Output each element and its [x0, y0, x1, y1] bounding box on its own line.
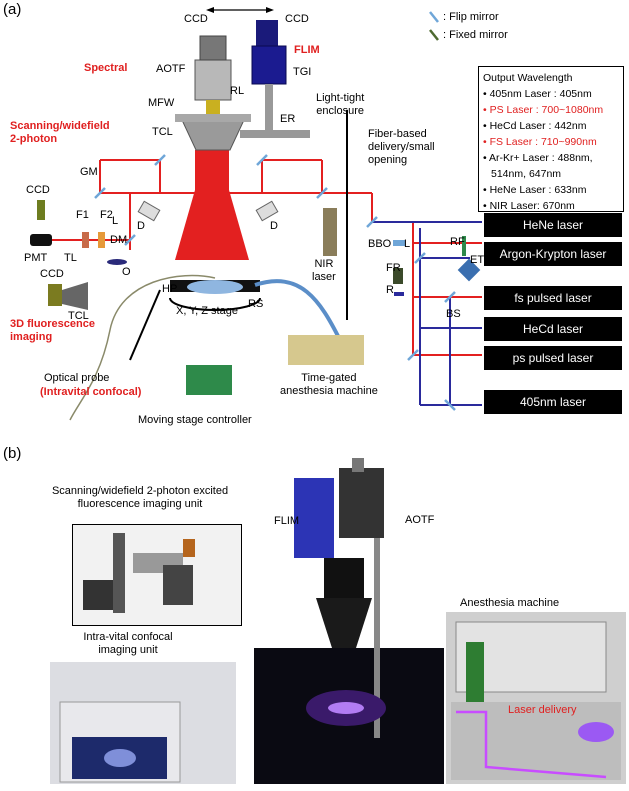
label-tgi: TGI — [293, 66, 312, 78]
anesthesia-photo — [446, 612, 626, 784]
label-fiber: Fiber-based delivery/small opening — [368, 128, 435, 166]
wavelength-line: • 405nm Laser : 405nm — [483, 88, 592, 100]
optical-diagram — [30, 7, 482, 421]
label-stage: X, Y, Z stage — [176, 305, 238, 317]
label-mfw: MFW — [148, 97, 175, 109]
wavelength-box: Output Wavelength • 405nm Laser : 405nm •… — [478, 66, 624, 212]
label-moving-stage: Moving stage controller — [138, 414, 252, 426]
laser-box: ps pulsed laser — [484, 346, 622, 370]
label-flim: FLIM — [294, 44, 320, 56]
label-fr: FR — [386, 262, 401, 274]
laser-box: Argon-Krypton laser — [484, 242, 622, 266]
label-time-gated: Time-gated anesthesia machine — [280, 372, 378, 397]
label-3d-fluorescence: 3D fluorescence imaging — [10, 318, 95, 343]
legend-fixed-mirror: : Fixed mirror — [443, 29, 508, 41]
label-rf: RF — [450, 236, 465, 248]
label-scanning-unit: Scanning/widefield 2-photon excited fluo… — [51, 485, 229, 510]
label-d-right: D — [270, 220, 278, 232]
scanning-unit-photo — [72, 524, 242, 626]
label-pmt: PMT — [24, 252, 48, 264]
label-nir: NIR laser — [312, 258, 336, 283]
wavelength-line: • HeNe Laser : 633nm — [483, 184, 587, 196]
label-o: O — [122, 266, 131, 278]
wavelength-line: • NIR Laser: 670nm — [483, 200, 575, 212]
label-ccd-flim: CCD — [285, 13, 309, 25]
label-ccd-3d: CCD — [40, 268, 64, 280]
label-tl: TL — [64, 252, 77, 264]
label-rs: RS — [248, 298, 264, 310]
wavelength-line: • PS Laser : 700~1080nm — [483, 104, 604, 116]
label-intravital-unit: Intra-vital confocal imaging unit — [83, 631, 173, 656]
label-r: R — [386, 284, 394, 296]
wavelength-line: • HeCd Laser : 442nm — [483, 120, 587, 132]
label-tcl-center: TCL — [152, 126, 173, 138]
label-optical-probe: Optical probe — [44, 372, 110, 384]
laser-box: HeCd laser — [484, 317, 622, 341]
label-d-left: D — [137, 220, 145, 232]
laser-box: fs pulsed laser — [484, 286, 622, 310]
label-ccd-top: CCD — [184, 13, 208, 25]
laser-box: HeNe laser — [484, 213, 622, 237]
label-l-right: L — [404, 238, 411, 250]
label-aotf: AOTF — [156, 63, 186, 75]
label-et: ET — [470, 254, 485, 266]
label-aotf-photo: AOTF — [405, 514, 435, 526]
wavelength-line: • FS Laser : 710~990nm — [483, 136, 597, 148]
label-light-tight: Light-tight enclosure — [316, 92, 365, 117]
label-tcl-3d: TCL — [68, 310, 89, 322]
label-ccd-left: CCD — [26, 184, 50, 196]
label-rl: RL — [230, 85, 245, 97]
legend-flip-mirror: : Flip mirror — [443, 11, 499, 23]
label-er: ER — [280, 113, 296, 125]
wavelength-title: Output Wavelength — [483, 72, 573, 84]
label-gm: GM — [80, 166, 98, 178]
wavelength-line: • Ar-Kr+ Laser : 488nm, — [483, 152, 593, 164]
label-scanning: Scanning/widefield 2-photon — [10, 120, 110, 145]
label-bbo: BBO — [368, 238, 392, 250]
label-anesthesia: Anesthesia machine — [460, 597, 560, 609]
panel-b-tag: (b) — [3, 445, 22, 462]
laser-box: 405nm laser — [484, 390, 622, 414]
wavelength-line: 514nm, 647nm — [491, 168, 562, 180]
intravital-photo — [50, 662, 236, 784]
panel-a-tag: (a) — [3, 1, 22, 18]
label-f2: F2 — [100, 209, 113, 221]
flim-aotf-photo — [254, 458, 444, 784]
label-bs: BS — [446, 308, 461, 320]
label-dm: DM — [110, 234, 128, 246]
label-hp: HP — [162, 283, 178, 295]
label-l-left: L — [112, 215, 119, 227]
label-spectral: Spectral — [84, 62, 128, 74]
label-flim-photo: FLIM — [274, 515, 300, 527]
label-laser-delivery: Laser delivery — [508, 704, 577, 716]
label-intravital: (Intravital confocal) — [40, 386, 142, 398]
label-f1: F1 — [76, 209, 89, 221]
